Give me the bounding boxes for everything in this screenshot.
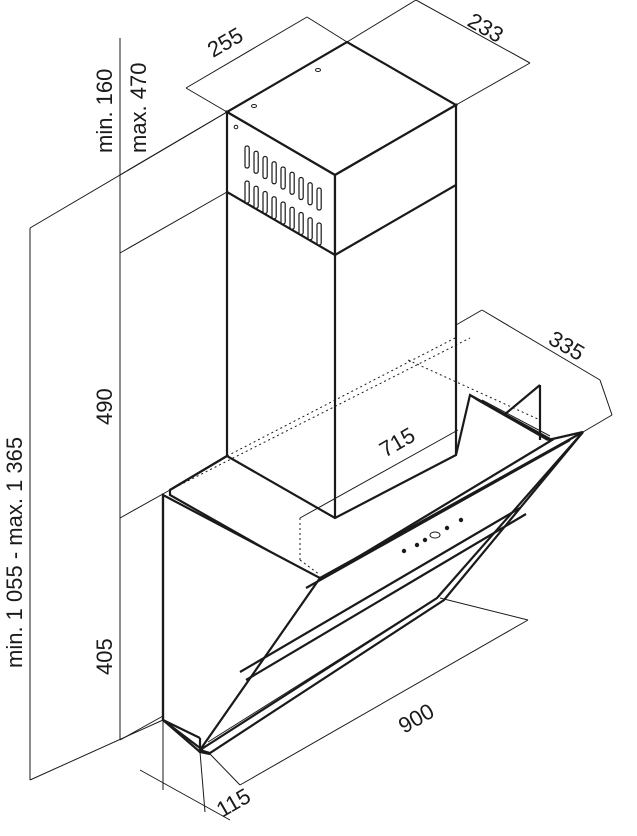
- control-panel: [401, 517, 464, 554]
- hidden-lines: [169, 337, 541, 576]
- chimney-lower-section: [169, 185, 458, 518]
- vent-slot: [262, 155, 268, 180]
- chimney-upper-box: [224, 40, 459, 257]
- screw-hole: [251, 104, 257, 108]
- dim-total-height: min. 1 055 - max. 1 365: [2, 437, 27, 668]
- vent-slot: [244, 180, 250, 204]
- control-button-icon: [422, 537, 428, 543]
- dim-hood-depth: 335: [545, 326, 589, 366]
- hood-body: [161, 384, 584, 756]
- vent-slot: [280, 201, 286, 225]
- screw-hole: [233, 124, 239, 130]
- dim-inner-width: 715: [375, 422, 419, 462]
- vent-slot: [244, 145, 250, 169]
- vent-slot: [298, 176, 304, 201]
- dim-upper-max: max. 470: [126, 63, 151, 154]
- vent-slot: [289, 171, 295, 195]
- vent-slot: [253, 185, 259, 209]
- dim-hood-width: 900: [394, 698, 438, 738]
- vent-slot: [307, 217, 313, 241]
- control-button-icon: [401, 548, 407, 554]
- control-button-icon: [444, 525, 450, 531]
- control-button-icon: [414, 542, 420, 548]
- vent-slot: [298, 211, 304, 236]
- dimension-lines: [29, 0, 613, 821]
- dim-hood-height: 405: [92, 638, 117, 675]
- vent-slot: [316, 222, 322, 246]
- dim-chimney-depth: 233: [464, 8, 508, 48]
- vent-slot: [307, 182, 313, 206]
- ventilation-grille: [244, 145, 322, 246]
- control-knob-icon: [429, 531, 441, 539]
- vent-slot: [271, 196, 277, 220]
- vent-slot: [316, 187, 322, 211]
- control-button-icon: [458, 517, 464, 523]
- dim-chimney-height: 490: [92, 388, 117, 425]
- dim-upper-min: min. 160: [92, 69, 117, 153]
- vent-slot: [289, 206, 295, 230]
- vent-slot: [262, 190, 268, 215]
- dim-base-depth: 115: [212, 783, 255, 822]
- vent-slot: [271, 161, 277, 185]
- screw-hole: [315, 68, 321, 72]
- vent-slot: [280, 166, 286, 190]
- vent-slot: [253, 150, 259, 174]
